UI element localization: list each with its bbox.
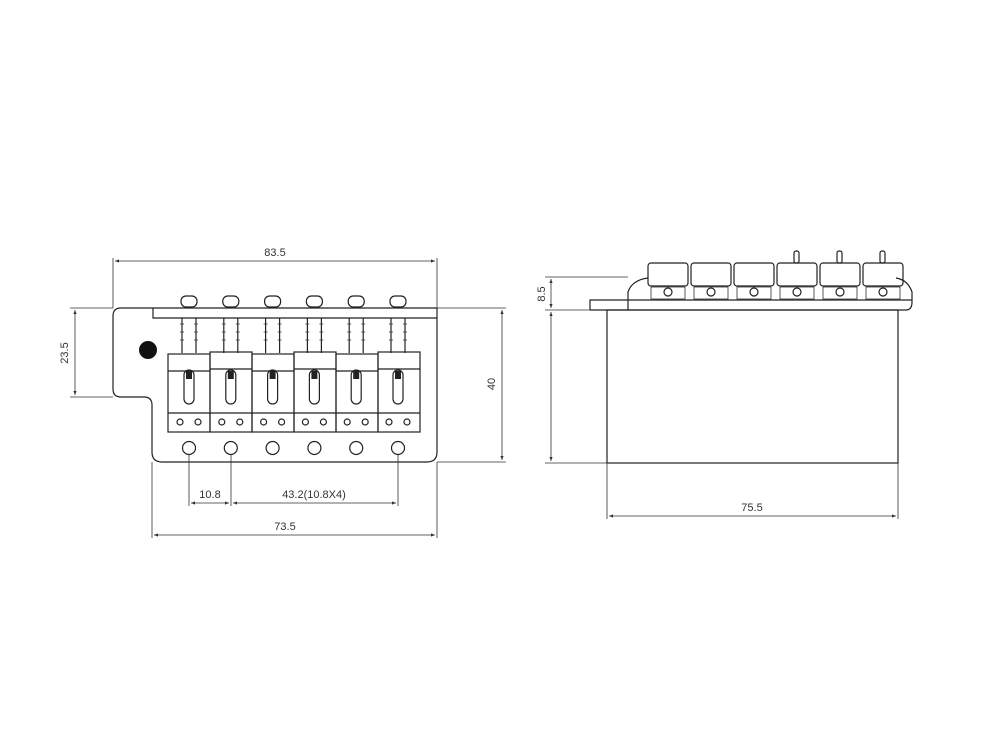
mounting-hole: [307, 440, 322, 456]
spring-coils: [221, 323, 240, 341]
side-saddle-base: [693, 286, 729, 300]
slot-mark: [269, 371, 276, 379]
mounting-hole: [181, 440, 197, 456]
height-screw: [176, 418, 184, 426]
spring-coils: [263, 323, 282, 341]
mounting-hole: [390, 440, 406, 456]
height-screw: [403, 418, 411, 426]
height-screw: [218, 418, 226, 426]
string-slot: [267, 369, 279, 405]
saddle: [209, 351, 253, 433]
side-saddle: [862, 262, 904, 287]
intonation-screw-head: [222, 295, 240, 308]
tremolo-block: [606, 309, 899, 464]
spring-coils: [305, 323, 324, 341]
side-screw: [663, 287, 673, 297]
intonation-screw-head: [180, 295, 198, 308]
side-screw-tip: [793, 250, 800, 264]
side-screw: [835, 287, 845, 297]
bar-edge: [152, 308, 437, 319]
dim-string-spacing: 10.8: [199, 489, 220, 501]
height-screw: [301, 418, 309, 426]
side-screw: [749, 287, 759, 297]
side-screw: [878, 287, 888, 297]
mounting-hole: [265, 440, 280, 456]
string-slot: [225, 369, 237, 405]
string-slot: [183, 369, 195, 405]
bridge-plate-outline: [112, 307, 438, 463]
dim-overall-width: 83.5: [264, 247, 285, 259]
spring-coils: [180, 323, 198, 341]
height-screw: [361, 418, 369, 426]
side-saddle-base: [650, 286, 686, 300]
front-view: 83.5 23.5 40 10.8 43.2(10.8X4) 73.5: [59, 247, 506, 538]
side-screw: [792, 287, 802, 297]
intonation-screw-head: [305, 295, 323, 308]
dim-base-width: 73.5: [274, 521, 295, 533]
dim-total-spacing: 43.2(10.8X4): [282, 489, 346, 501]
side-saddle: [690, 262, 732, 287]
slot-mark: [311, 371, 318, 379]
side-saddle: [647, 262, 689, 287]
side-screw-tip: [836, 250, 843, 264]
height-screw: [260, 418, 268, 426]
saddle: [377, 351, 421, 433]
saddle: [293, 351, 337, 433]
saddle: [335, 353, 379, 433]
side-saddle-base: [822, 286, 858, 300]
slot-mark: [353, 371, 360, 379]
slot-mark: [186, 371, 192, 379]
side-screw-tip: [879, 250, 886, 264]
slot-mark: [395, 371, 401, 379]
string-slot: [392, 369, 404, 405]
height-screw: [385, 418, 393, 426]
side-saddle: [733, 262, 775, 287]
string-slot: [308, 369, 320, 405]
side-saddle-base: [779, 286, 815, 300]
intonation-screw-head: [347, 295, 365, 308]
height-screw: [236, 418, 244, 426]
side-saddle: [819, 262, 861, 287]
string-slot: [350, 369, 362, 405]
dim-block-width: 75.5: [741, 502, 762, 514]
mounting-hole: [223, 440, 238, 456]
height-screw: [319, 418, 327, 426]
saddle: [167, 353, 211, 433]
dim-saddle-height: 8.5: [536, 286, 548, 301]
dim-height: 40: [486, 378, 498, 390]
slot-mark: [227, 371, 234, 379]
side-screw: [706, 287, 716, 297]
side-saddle-base: [736, 286, 772, 300]
mounting-hole: [349, 440, 364, 456]
spring-coils: [347, 323, 366, 341]
dim-tab-height: 23.5: [59, 342, 71, 363]
height-screw: [194, 418, 202, 426]
intonation-screw-head: [264, 295, 282, 308]
saddle: [251, 353, 295, 433]
side-view: 8.5 75.5: [536, 250, 913, 519]
height-screw: [278, 418, 286, 426]
spring-coils: [389, 323, 407, 341]
side-saddle-base: [865, 286, 901, 300]
height-screw: [343, 418, 351, 426]
mounting-hole-dot: [139, 341, 157, 359]
side-saddle: [776, 262, 818, 287]
intonation-screw-head: [389, 295, 407, 308]
